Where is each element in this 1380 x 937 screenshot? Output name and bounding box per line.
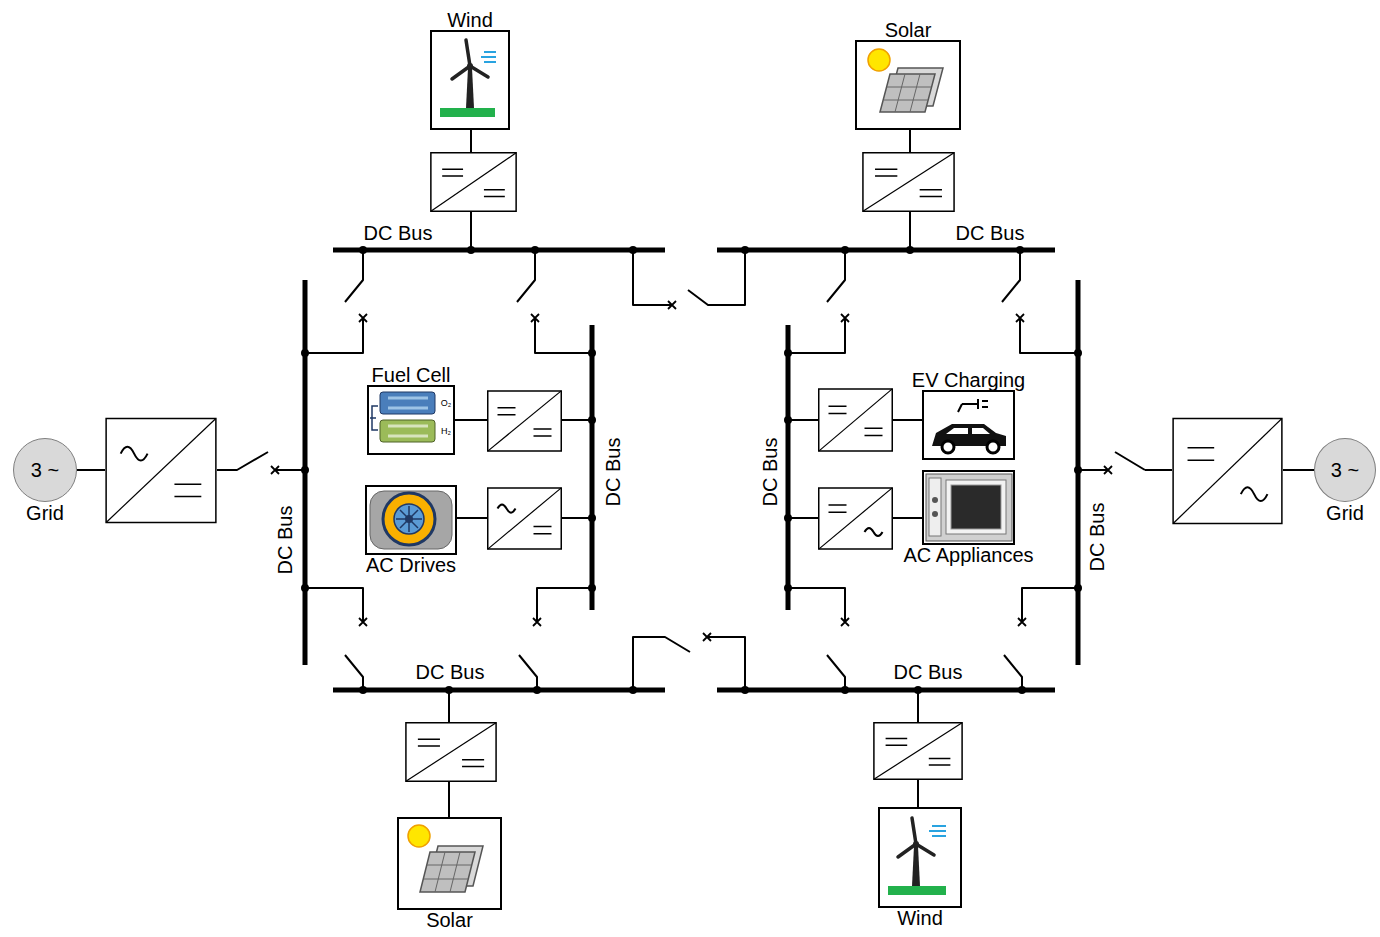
junction-dot	[784, 416, 792, 424]
switch-contact	[359, 314, 367, 322]
dc-bus-bars	[305, 250, 1078, 690]
junction-dot	[359, 246, 367, 254]
solar-source: Solar	[855, 40, 961, 130]
switch-contact	[359, 618, 367, 626]
junction-dot	[531, 246, 539, 254]
junction-dot	[741, 686, 749, 694]
gas-label: O₂	[441, 398, 452, 408]
source-label: Fuel Cell	[372, 364, 451, 386]
bus-label: DC Bus	[956, 222, 1025, 244]
junction-dot	[784, 584, 792, 592]
junction-dot	[359, 686, 367, 694]
junction-dot	[588, 416, 596, 424]
junction-dot	[533, 686, 541, 694]
switch-contact	[271, 466, 279, 474]
bus-label: DC Bus	[602, 438, 624, 507]
bus-label: DC Bus	[894, 661, 963, 683]
junction-dot	[1018, 686, 1026, 694]
source-label: Solar	[885, 19, 932, 41]
source-label: Wind	[447, 9, 493, 31]
wind-source: Wind	[430, 30, 510, 130]
switch-contact	[703, 633, 711, 641]
converters	[106, 153, 1282, 781]
source-label: EV Charging	[912, 369, 1025, 391]
junction-dot	[1074, 349, 1082, 357]
junction-dot	[467, 246, 475, 254]
wind-source: Wind	[878, 807, 962, 908]
gas-label: H₂	[441, 426, 451, 436]
grid-source: 3 ~Grid	[1314, 438, 1376, 502]
junction-dot	[841, 246, 849, 254]
source-label: Wind	[897, 907, 943, 929]
source-label: AC Appliances	[903, 544, 1033, 566]
bus-label: DC Bus	[364, 222, 433, 244]
junction-dot	[784, 514, 792, 522]
junction-dot	[629, 246, 637, 254]
junction-dot	[301, 466, 309, 474]
bus-label: DC Bus	[1086, 503, 1108, 572]
solar-source: Solar	[397, 817, 502, 910]
switch-contacts	[271, 246, 1112, 694]
junction-dot	[841, 686, 849, 694]
junction-dot	[588, 514, 596, 522]
wind-icon	[440, 40, 496, 117]
switch-contact	[841, 618, 849, 626]
ac-appliance-load: AC Appliances	[922, 470, 1015, 545]
junction-dot	[1074, 584, 1082, 592]
switch-contact	[1016, 314, 1024, 322]
junction-dot	[301, 349, 309, 357]
source-label: AC Drives	[366, 554, 456, 576]
ac-drive-icon	[370, 491, 452, 549]
junction-dot	[445, 686, 453, 694]
bus-label: DC Bus	[759, 438, 781, 507]
solar-icon	[868, 49, 943, 112]
ac-drive-load: AC Drives	[365, 485, 457, 555]
appliance-icon	[926, 474, 1012, 541]
junction-dot	[741, 246, 749, 254]
junction-dot	[629, 686, 637, 694]
junction-dot	[301, 584, 309, 592]
phase-symbol: 3 ~	[31, 459, 59, 481]
switch-contact	[533, 618, 541, 626]
phase-symbol: 3 ~	[1331, 459, 1359, 481]
switch-contact	[1104, 466, 1112, 474]
fuel-cell-icon	[370, 392, 435, 442]
junction-dot	[906, 246, 914, 254]
junction-dot	[588, 349, 596, 357]
solar-icon	[408, 825, 483, 892]
wires	[77, 130, 1314, 817]
switch-contact	[1018, 618, 1026, 626]
switch-contact	[841, 314, 849, 322]
switch-contact	[531, 314, 539, 322]
ev-charger: EV Charging	[922, 390, 1015, 460]
grid-source: 3 ~Grid	[13, 438, 77, 502]
junction-dot	[1074, 466, 1082, 474]
bus-label: DC Bus	[416, 661, 485, 683]
bus-label: DC Bus	[274, 506, 296, 575]
source-label: Grid	[1326, 502, 1364, 524]
wind-icon	[888, 818, 946, 895]
switch-contact	[668, 301, 676, 309]
junction-dot	[914, 686, 922, 694]
source-label: Solar	[426, 909, 473, 931]
junction-dot	[784, 349, 792, 357]
ev-icon	[932, 399, 1006, 453]
source-label: Grid	[26, 502, 64, 524]
fuel-cell-unit: Fuel Cell	[367, 385, 455, 455]
junction-dot	[588, 584, 596, 592]
junction-dot	[1016, 246, 1024, 254]
